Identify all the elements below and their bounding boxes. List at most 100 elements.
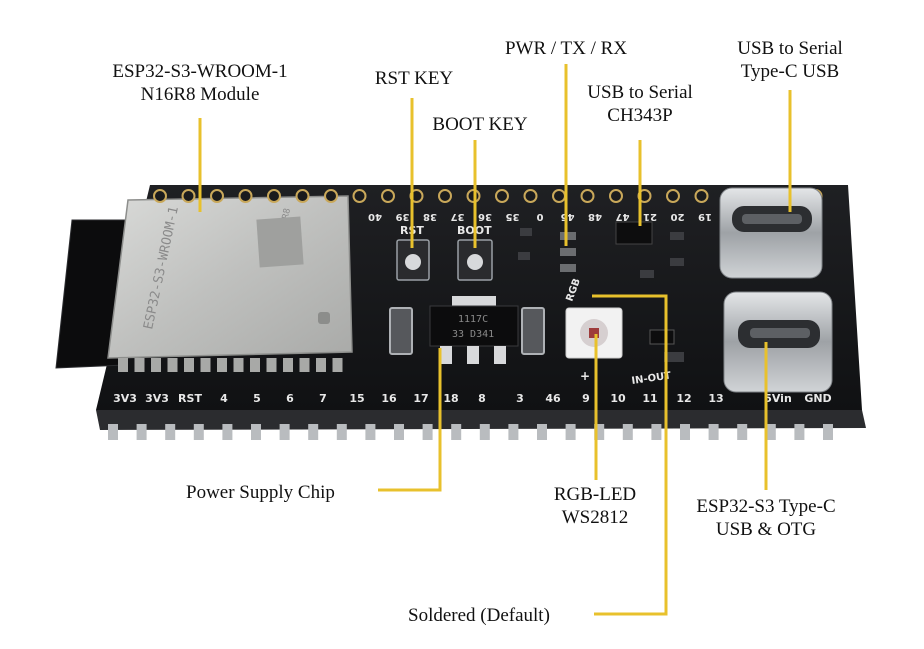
bottom-pin-label: GND — [804, 392, 831, 405]
usb-otg-port[interactable] — [723, 291, 833, 393]
ch343p-chip — [615, 221, 653, 245]
top-pin-label: 36 — [478, 211, 492, 222]
header-hole — [324, 189, 338, 203]
header-pin — [251, 424, 261, 440]
module-shield — [107, 195, 353, 359]
bottom-pin-label: 7 — [319, 392, 327, 405]
label-usb-serial-chip: USB to Serial CH343P — [570, 81, 710, 127]
module-qr — [256, 216, 304, 268]
label-power-chip-text: Power Supply Chip — [186, 482, 335, 503]
label-s3-usb-line2: USB & OTG — [715, 519, 817, 540]
label-s3-usb-line1: ESP32-S3 Type-C — [696, 496, 836, 517]
header-hole — [238, 189, 253, 203]
top-pin-label: 38 — [423, 211, 437, 222]
header-pin — [279, 424, 290, 440]
misc-smd — [640, 232, 684, 362]
header-pin — [765, 424, 776, 440]
in-out-silk: IN-OUT — [631, 371, 672, 387]
module-pads — [118, 358, 343, 372]
header-pin — [680, 424, 690, 440]
header-pin — [336, 424, 347, 440]
header-hole — [381, 189, 395, 203]
header-hole — [666, 189, 680, 203]
header-pin — [193, 424, 204, 440]
top-pin-label: 20 — [671, 211, 685, 222]
module-pad — [299, 358, 310, 372]
label-soldered: Soldered (Default) — [408, 604, 550, 627]
rgb-led — [565, 307, 623, 359]
label-rgb-led-line1: RGB-LED — [553, 484, 637, 505]
module-pad — [217, 358, 227, 372]
bottom-pin-label: 13 — [708, 392, 723, 405]
module-pad — [266, 358, 277, 372]
header-pin — [537, 424, 547, 440]
label-usb-serial-port-line1: USB to Serial — [737, 38, 843, 59]
callout-lines — [198, 64, 792, 616]
header-hole — [267, 189, 281, 203]
header-hole — [609, 189, 623, 203]
module-pad — [167, 358, 178, 372]
header-hole — [694, 189, 709, 203]
header-pin — [365, 424, 376, 440]
capacitor-left — [389, 307, 413, 355]
bottom-pin-label: 10 — [610, 392, 626, 405]
header-hole — [352, 189, 367, 203]
header-pin — [508, 424, 519, 440]
header-pin — [422, 424, 433, 440]
label-module: ESP32-S3-WROOM-1 N16R8 Module — [80, 60, 320, 106]
label-rgb-led-line2: WS2812 — [561, 507, 629, 528]
regulator-chip — [429, 296, 519, 364]
usb-serial-port[interactable] — [719, 187, 823, 279]
module-pad — [250, 358, 260, 372]
bottom-pin-label: 9 — [582, 392, 590, 405]
top-pin-label: 19 — [698, 211, 712, 222]
header-pin — [823, 424, 833, 440]
bottom-pin-label: 11 — [642, 392, 657, 405]
label-rst-key: RST KEY — [352, 67, 476, 90]
module-pad — [151, 358, 161, 372]
top-pin-label: 35 — [506, 211, 520, 222]
module-pad — [118, 358, 128, 372]
header-pin — [594, 424, 605, 440]
top-pin-label: 40 — [368, 211, 382, 222]
header-pin — [622, 424, 633, 440]
header-pin — [222, 424, 233, 440]
header-pin — [136, 424, 147, 440]
label-usb-serial-port-line2: Type-C USB — [740, 61, 840, 82]
module-pad — [316, 358, 326, 372]
module-pad — [332, 358, 343, 372]
plus-silk: + — [580, 369, 590, 383]
bottom-pin-label: 15 — [349, 392, 364, 405]
bottom-pin-label: 3 — [516, 392, 524, 405]
bottom-pin-label: 3V3 — [113, 392, 137, 405]
label-rgb-led: RGB-LED WS2812 — [530, 483, 660, 529]
label-pwr-tx-rx-text: PWR / TX / RX — [504, 38, 628, 59]
label-rst-key-text: RST KEY — [374, 68, 454, 89]
header-pin — [565, 424, 576, 440]
header-hole — [495, 189, 509, 203]
top-pin-label: 39 — [396, 211, 410, 222]
header-pin — [308, 424, 319, 440]
led-resistors — [518, 228, 576, 272]
callout-power-chip — [378, 348, 442, 492]
bottom-pin-label: 5Vin — [764, 392, 792, 405]
header-hole — [295, 189, 310, 203]
header-pin — [651, 424, 662, 440]
label-pwr-tx-rx: PWR / TX / RX — [486, 37, 646, 60]
header-pin — [394, 424, 404, 440]
label-power-chip: Power Supply Chip — [186, 481, 335, 504]
header-pin — [165, 424, 176, 440]
top-pin-label: 48 — [588, 211, 602, 222]
bottom-header-pins — [108, 424, 833, 440]
bottom-pin-label: 6 — [286, 392, 294, 405]
label-module-line1: ESP32-S3-WROOM-1 — [112, 61, 288, 82]
label-module-line2: N16R8 Module — [140, 84, 260, 105]
bottom-pin-label: 46 — [545, 392, 561, 405]
bottom-pin-label: RST — [178, 392, 202, 405]
module-pad — [283, 358, 293, 372]
bottom-pin-label: 8 — [478, 392, 486, 405]
header-hole — [210, 189, 224, 203]
label-usb-serial-chip-line2: CH343P — [607, 105, 673, 126]
